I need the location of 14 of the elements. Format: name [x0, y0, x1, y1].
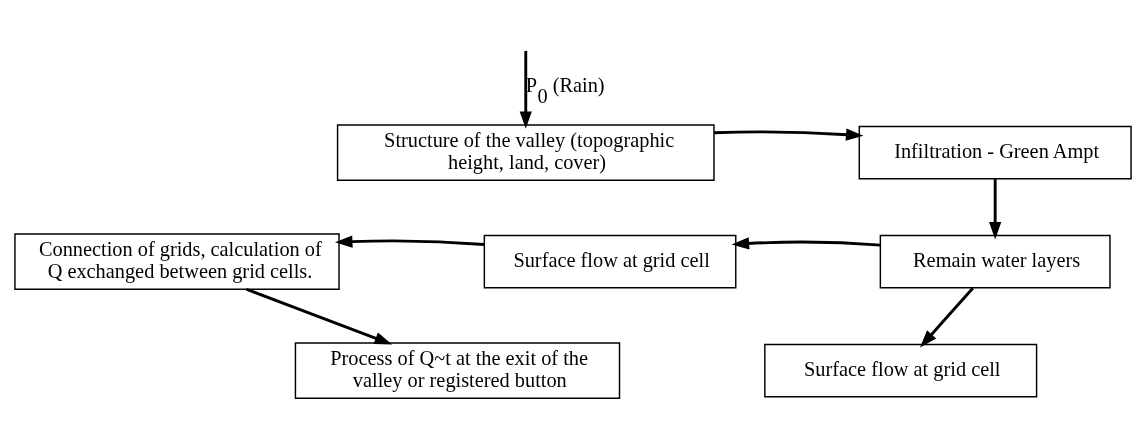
arrow	[245, 287, 393, 345]
node-box: Connection of grids, calculation of Q exchanged between grid cells.	[14, 233, 340, 290]
node-box: Infiltration - Green Ampt	[858, 125, 1132, 180]
node-box: Surface flow at grid cell	[764, 343, 1038, 398]
arrow	[731, 237, 881, 250]
node-box: Process of Q~t at the exit of the valley or registered button	[294, 342, 621, 399]
node-box: Surface flow at grid cell	[483, 234, 737, 289]
arrow	[989, 179, 1002, 240]
arrow	[920, 287, 974, 348]
node-box: Structure of the valley (topographic height, land, cover)	[336, 124, 715, 181]
arrow	[519, 50, 532, 129]
arrow	[335, 235, 485, 248]
arrow	[714, 128, 864, 141]
node-box: Remain water layers	[879, 234, 1111, 289]
